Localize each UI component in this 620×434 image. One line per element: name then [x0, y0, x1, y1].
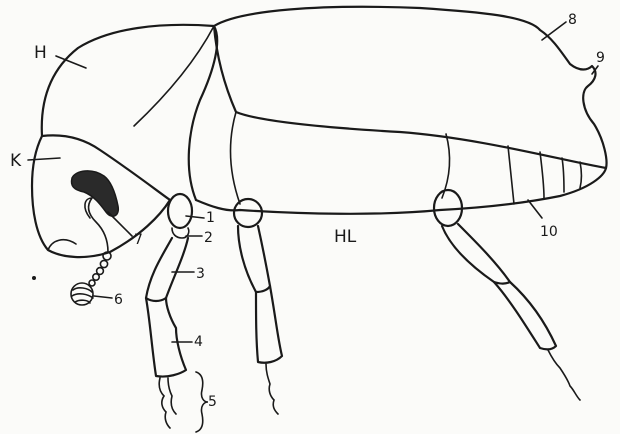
speck: [32, 276, 36, 280]
hind-tibia: [494, 282, 556, 349]
label-1: 1: [206, 210, 215, 226]
pronotum-edge-line: [134, 26, 214, 126]
elytron: [214, 7, 607, 168]
abdomen-segment-4: [580, 162, 582, 188]
label-10: 10: [540, 224, 558, 240]
middle-tibia: [256, 286, 282, 363]
label-4: 4: [194, 334, 203, 350]
middle-tarsus: [266, 364, 278, 414]
front-femur: [146, 238, 188, 301]
front-coxa: [168, 194, 192, 228]
abdomen-segment-2: [540, 152, 544, 198]
label-5: 5: [208, 394, 217, 410]
label-H: H: [34, 43, 47, 63]
label-6: 6: [114, 292, 123, 308]
compound-eye: [72, 171, 119, 216]
leader-6: [94, 296, 112, 298]
middle-femur: [238, 226, 270, 292]
label-7: 7: [134, 232, 143, 248]
label-K: K: [10, 151, 22, 171]
pronotum: [42, 25, 217, 200]
leader-7: [108, 212, 132, 236]
abdomen-segment-1: [508, 146, 514, 204]
tarsus-bracket: [196, 372, 208, 432]
front-tarsus: [159, 378, 176, 428]
antenna-club: [71, 283, 93, 305]
leader-K: [28, 158, 60, 160]
hind-femur: [442, 224, 510, 284]
leader-8: [542, 22, 566, 40]
label-3: 3: [196, 266, 205, 282]
leader-10: [528, 200, 542, 218]
leader-1: [186, 216, 204, 218]
middle-coxa: [234, 199, 262, 227]
label-9: 9: [596, 50, 605, 66]
mesothorax-line: [230, 112, 240, 204]
front-tibia: [146, 298, 186, 377]
mouthpart: [48, 240, 76, 250]
abdomen-segment-3: [562, 158, 564, 192]
label-8: 8: [568, 12, 577, 28]
label-2: 2: [204, 230, 213, 246]
label-HL: HL: [334, 227, 357, 247]
abdomen-divider: [442, 134, 449, 198]
hind-tarsus: [548, 350, 580, 400]
